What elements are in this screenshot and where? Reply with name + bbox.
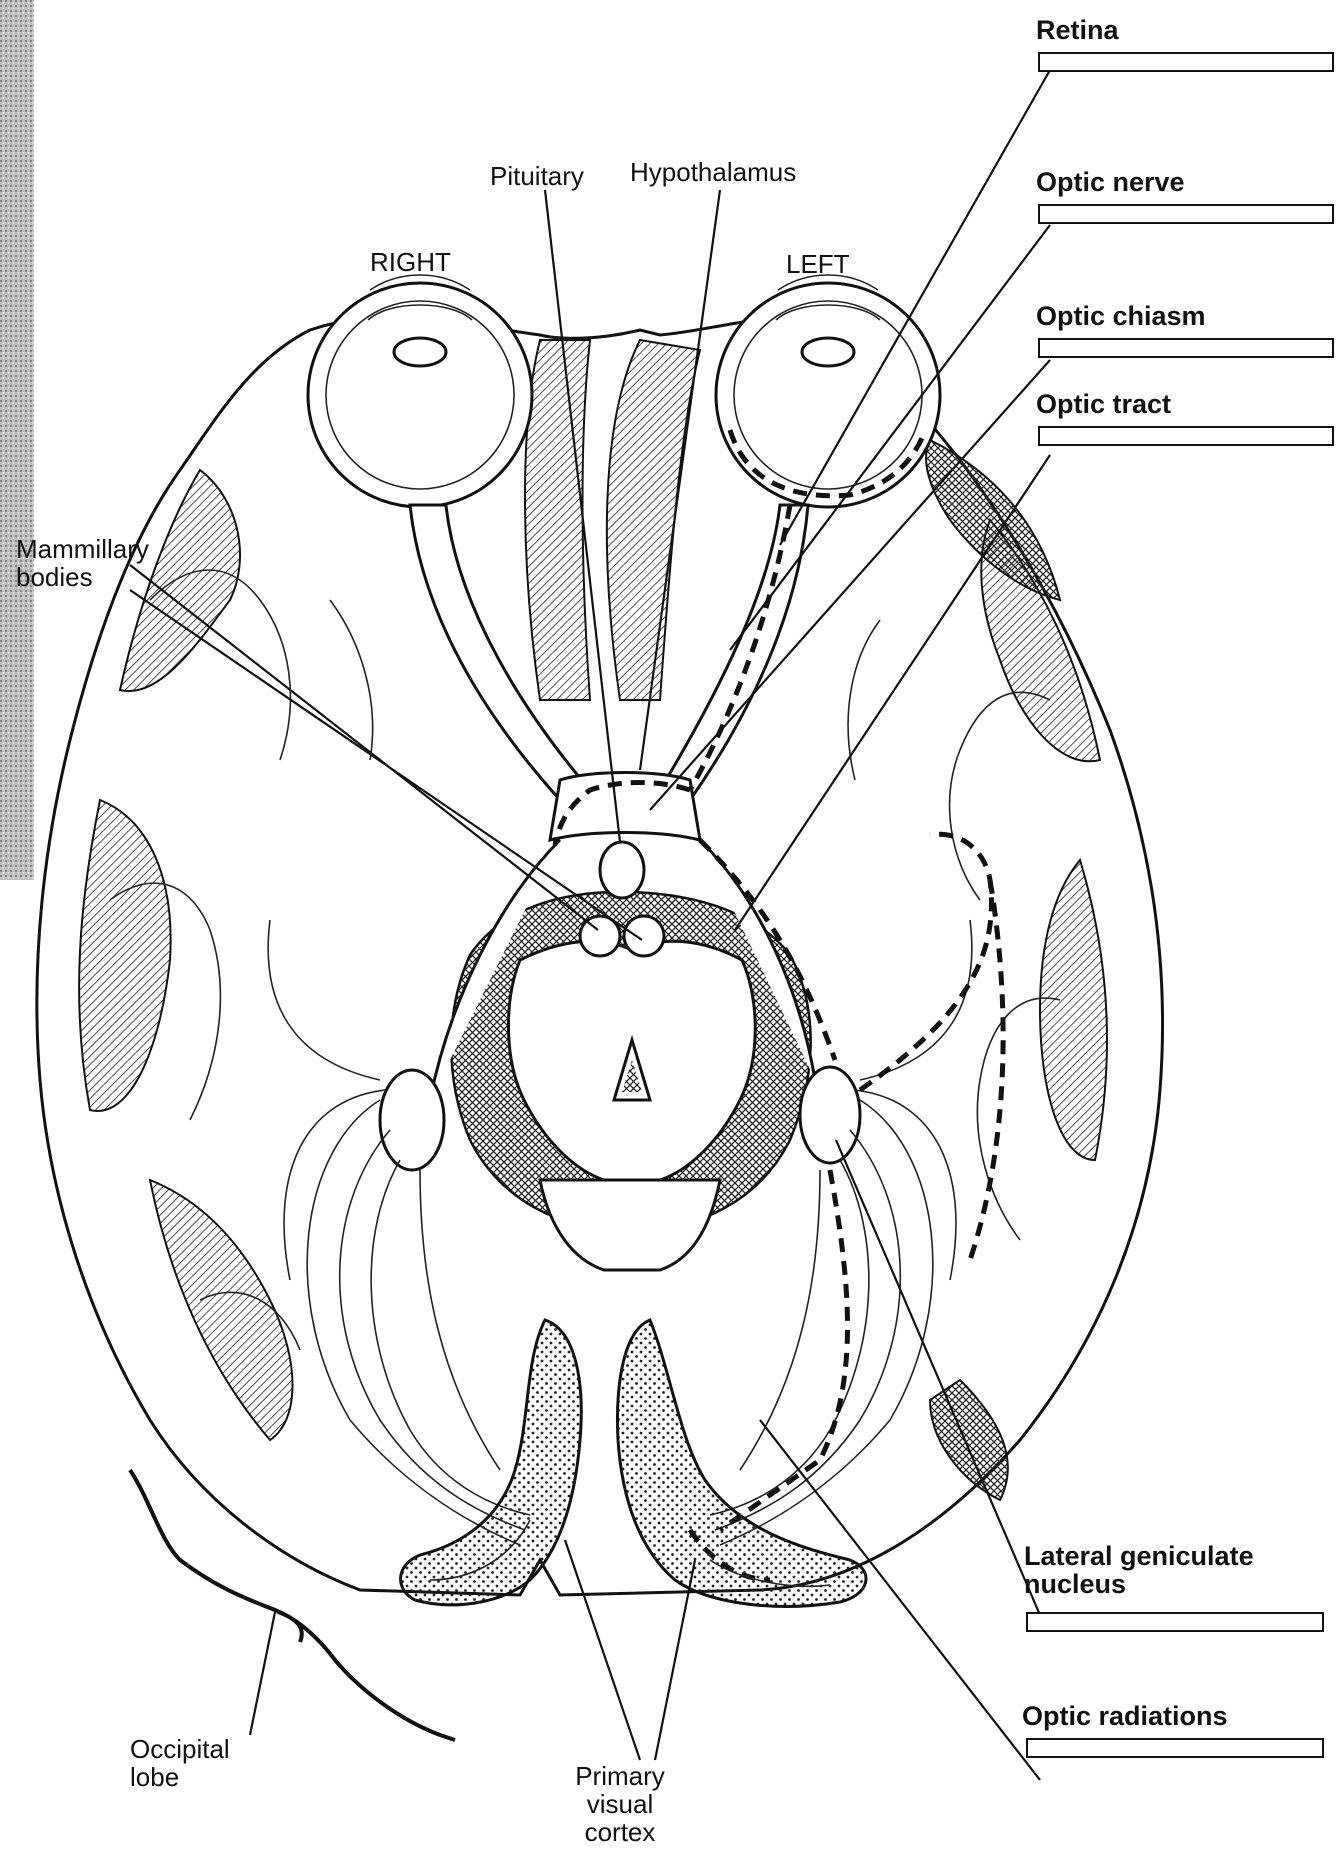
mammillary-bodies-label: Mammillary bodies	[16, 535, 186, 591]
occipital-lobe-label: Occipital lobe	[130, 1735, 250, 1791]
lgn-right	[380, 1070, 444, 1170]
optic-nerve-label: Optic nerve	[1036, 168, 1185, 196]
lgn-label: Lateral geniculate nucleus	[1024, 1542, 1284, 1598]
optic-chiasm-label: Optic chiasm	[1036, 302, 1206, 330]
right-eye	[308, 275, 532, 507]
left-eye	[716, 275, 940, 507]
optic-tract-label: Optic tract	[1036, 390, 1171, 418]
scan-edge-shadow	[0, 0, 34, 880]
optic-radiations-answer-box[interactable]	[1026, 1738, 1324, 1758]
left-side-label: LEFT	[786, 250, 850, 278]
optic-nerve-answer-box[interactable]	[1038, 204, 1334, 224]
optic-radiations-label: Optic radiations	[1022, 1702, 1228, 1730]
retina-label: Retina	[1036, 16, 1119, 44]
optic-tract-answer-box[interactable]	[1038, 426, 1334, 446]
optic-chiasm-answer-box[interactable]	[1038, 338, 1334, 358]
right-side-label: RIGHT	[370, 248, 451, 276]
pituitary-label: Pituitary	[490, 162, 584, 190]
pituitary-gland	[600, 842, 644, 898]
primary-visual-cortex-label: Primary visual cortex	[560, 1762, 680, 1846]
mammillary-body-left	[624, 916, 664, 956]
hypothalamus-label: Hypothalamus	[630, 158, 796, 186]
lgn-left	[800, 1067, 860, 1163]
occipital-leader	[250, 1612, 275, 1735]
retina-answer-box[interactable]	[1038, 52, 1334, 72]
lgn-answer-box[interactable]	[1026, 1612, 1324, 1632]
